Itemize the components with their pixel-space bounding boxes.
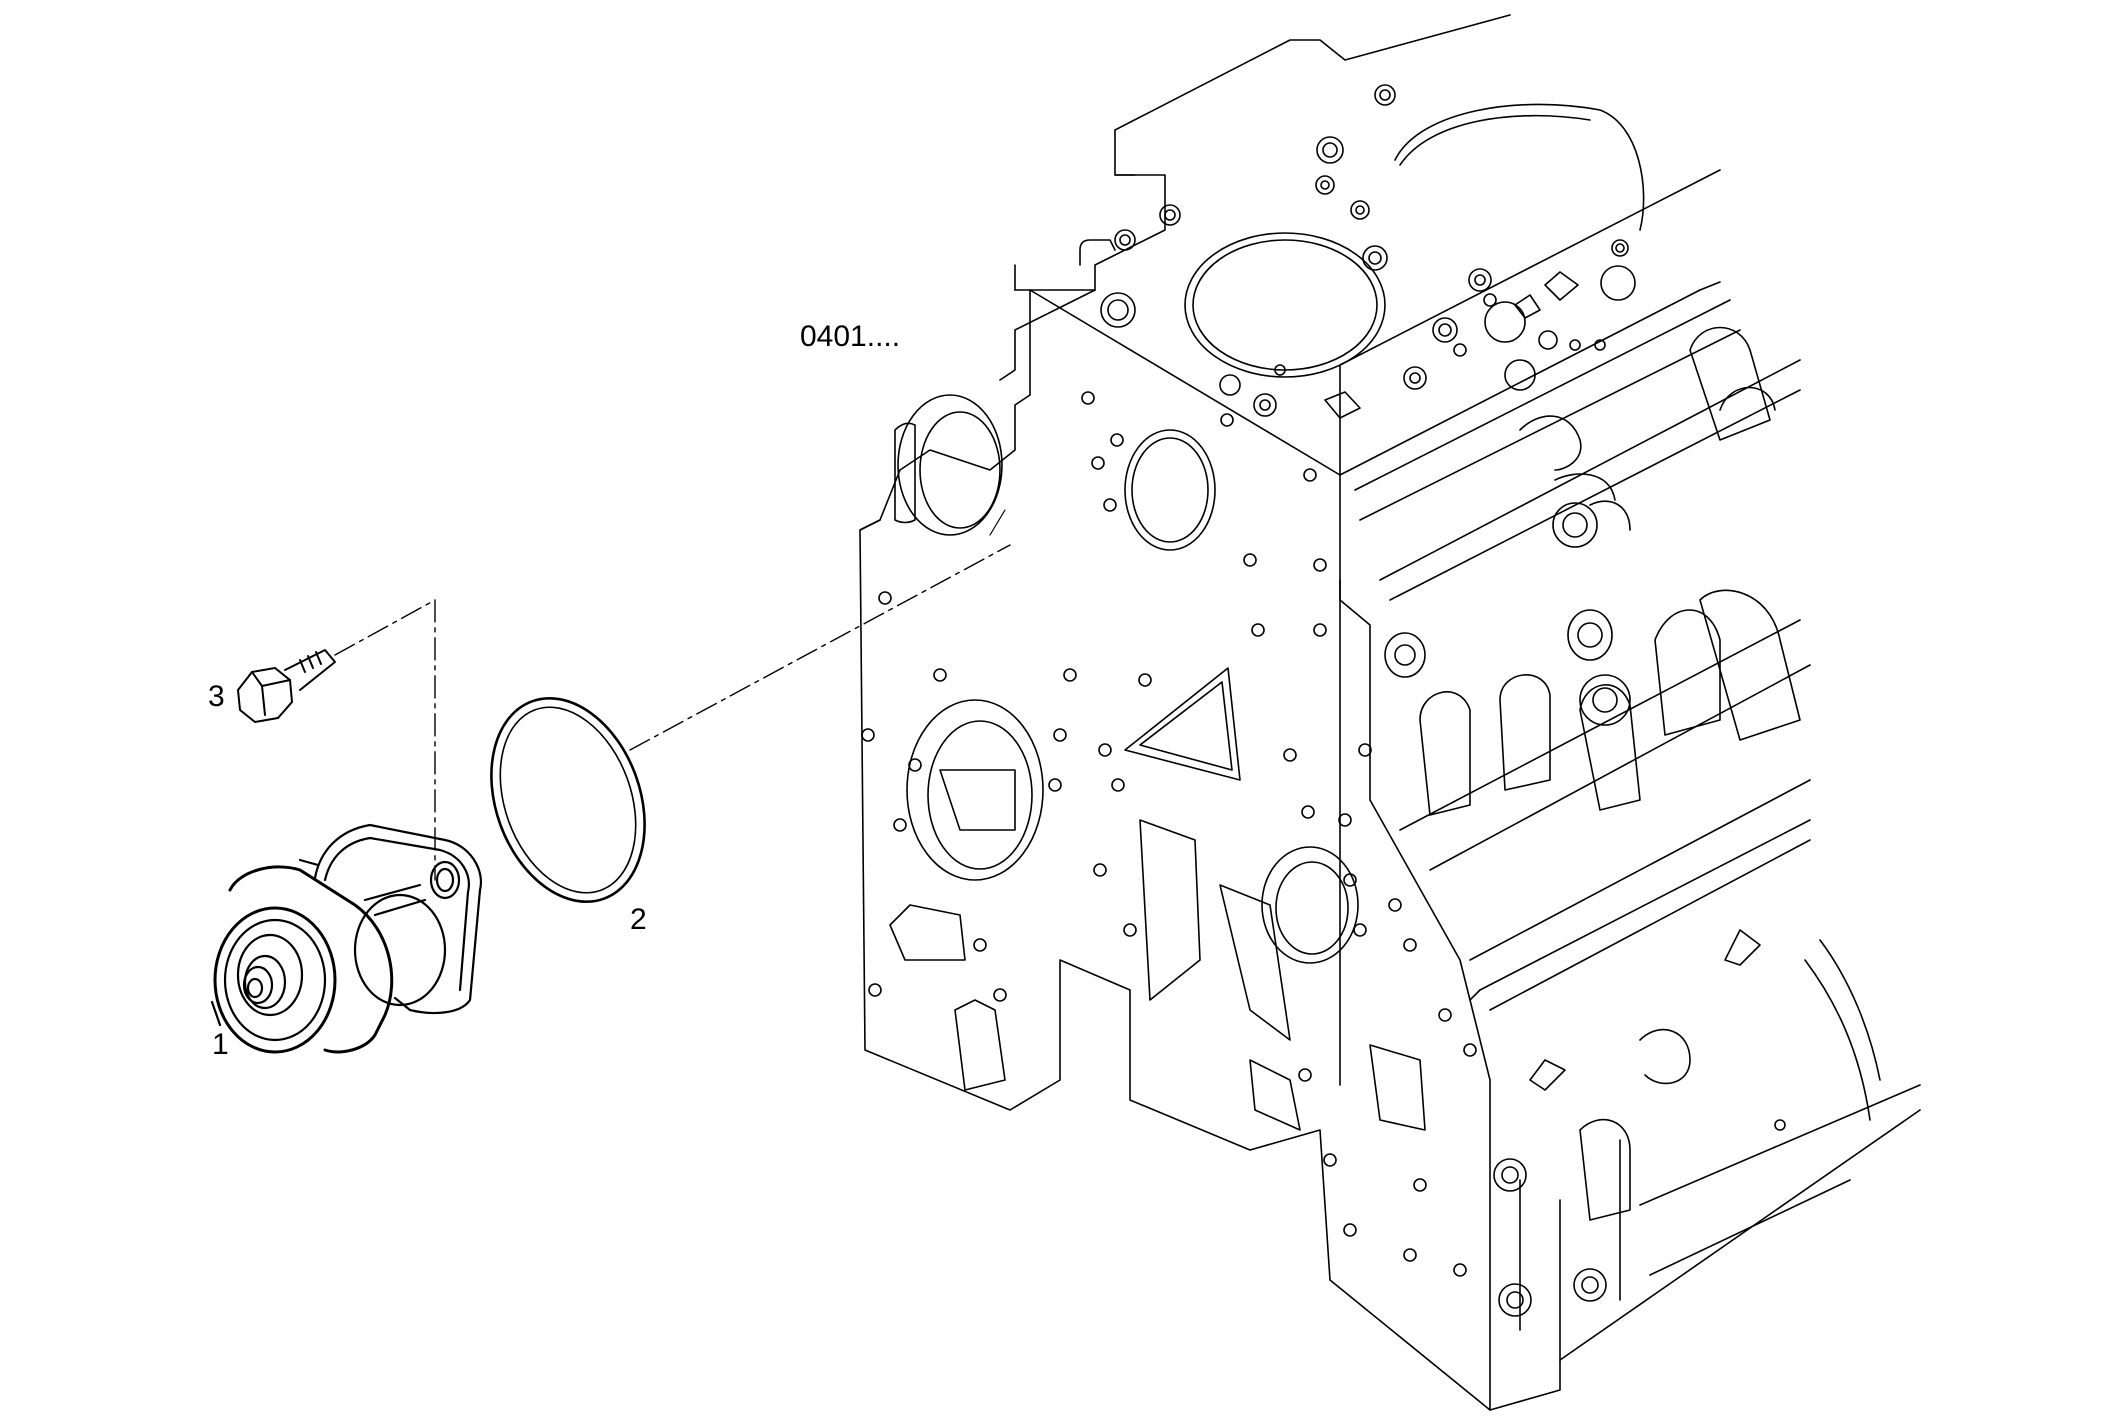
reference-label: 0401....	[800, 320, 901, 353]
o-ring-drawing	[490, 697, 646, 903]
water-pump-drawing	[210, 823, 483, 1054]
callout-1-water-pump: 1	[212, 1028, 229, 1061]
assembly-axes	[334, 544, 1011, 881]
callout-3-bolt: 3	[208, 680, 225, 713]
flange-bolt-drawing	[237, 649, 336, 723]
engine-block	[859, 14, 1921, 1411]
callout-2-o-ring: 2	[630, 903, 647, 936]
